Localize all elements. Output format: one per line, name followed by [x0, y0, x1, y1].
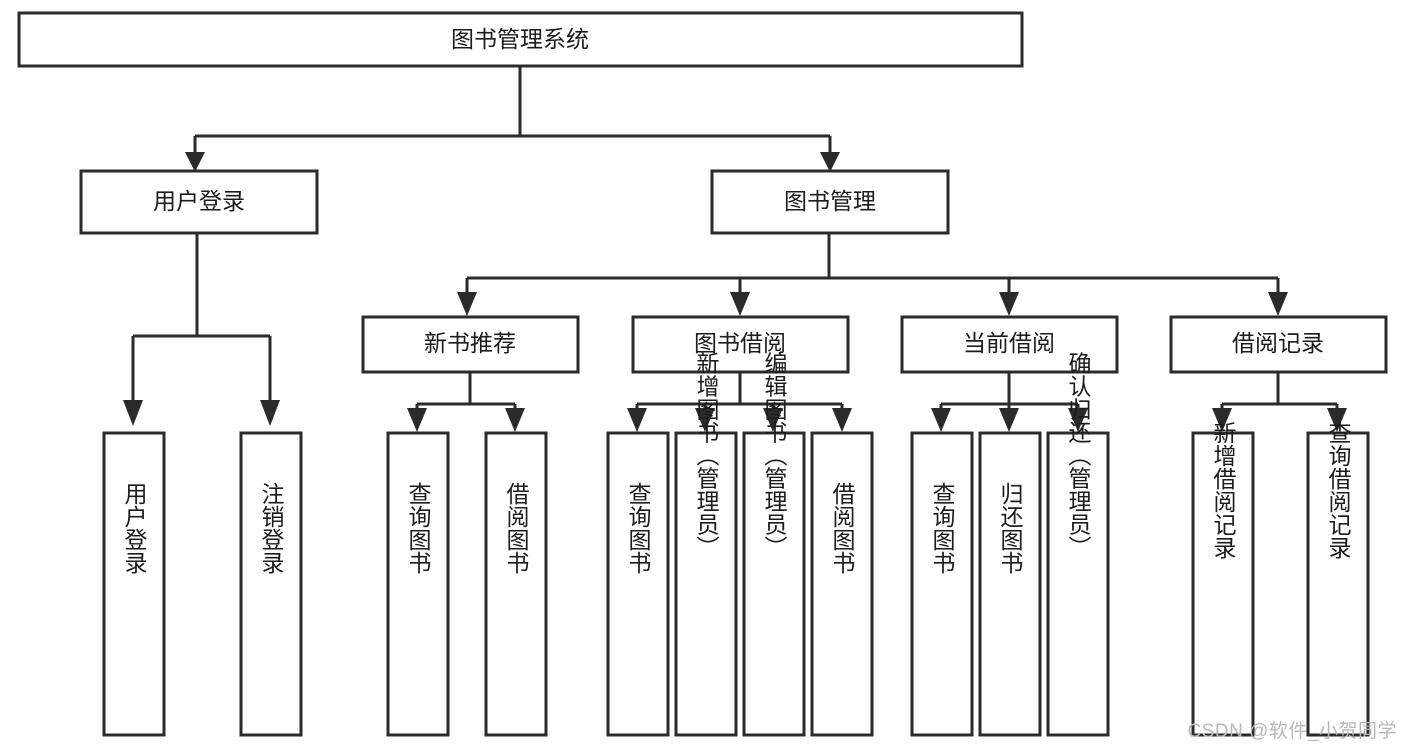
leaf-logout-label: 注销登录 — [258, 482, 285, 574]
arrowhead-leaf-query-record — [1327, 408, 1347, 432]
connector-userlogin-bus — [131, 233, 272, 406]
arrowhead-leaf-borrow-book-2 — [832, 408, 852, 432]
csdn-watermark: CSDN @软件_小贺同学 — [1187, 721, 1397, 742]
leaf-recommend-query-book-box[interactable] — [386, 431, 450, 737]
arrowhead-user-login — [185, 152, 205, 172]
leaf-current-return-book[interactable]: 归还图书 — [978, 431, 1042, 737]
arrowhead-book-borrow — [730, 292, 750, 316]
leaf-borrow-edit-book-label: 编辑图书（管理员） — [761, 352, 788, 559]
arrowhead-leaf-query-book-1 — [407, 408, 427, 432]
leaf-logout-box[interactable] — [239, 431, 303, 737]
leaf-borrow-edit-book[interactable]: 编辑图书（管理员） — [742, 352, 806, 737]
connector-layer — [123, 66, 1347, 432]
arrowhead-leaf-edit-book — [763, 408, 783, 432]
node-book-borrow-label: 图书借阅 — [694, 330, 786, 356]
arrowhead-leaf-borrow-book-1 — [505, 408, 525, 432]
arrowhead-current-borrow — [999, 292, 1019, 316]
leaf-record-add-box[interactable] — [1191, 431, 1255, 737]
leaf-current-confirm-return[interactable]: 确认归还（管理员） — [1046, 352, 1110, 737]
leaf-borrow-borrow-book-label: 借阅图书 — [829, 482, 856, 574]
leaf-record-query-label: 查询借阅记录 — [1325, 421, 1352, 559]
leaf-recommend-borrow-book[interactable]: 借阅图书 — [484, 431, 548, 737]
node-new-book-recommend[interactable]: 新书推荐 — [361, 315, 580, 374]
leaf-borrow-query-book-box[interactable] — [606, 431, 670, 737]
node-borrow-record-label: 借阅记录 — [1232, 330, 1324, 356]
leaf-current-return-book-label: 归还图书 — [997, 482, 1024, 574]
node-book-borrow[interactable]: 图书借阅 — [631, 315, 850, 374]
leaf-record-add-label: 新增借阅记录 — [1210, 421, 1237, 559]
leaf-recommend-query-book-label: 查询图书 — [405, 482, 432, 574]
node-user-login[interactable]: 用户登录 — [79, 169, 319, 235]
leaf-borrow-add-book-box[interactable] — [674, 431, 738, 737]
connector-root-to-level1 — [193, 66, 832, 158]
arrowhead-leaf-user-login — [123, 400, 143, 426]
connector-newbook-bus — [415, 372, 517, 414]
leaf-borrow-query-book[interactable]: 查询图书 — [606, 431, 670, 737]
arrowhead-leaf-return-book — [999, 408, 1019, 432]
connector-currentborrow-bus — [939, 372, 1080, 414]
node-book-manage-label: 图书管理 — [784, 188, 876, 214]
arrowhead-leaf-add-record — [1212, 408, 1232, 432]
node-root-label: 图书管理系统 — [451, 26, 589, 52]
arrowhead-leaf-add-book — [695, 408, 715, 432]
leaf-current-confirm-return-label: 确认归还（管理员） — [1065, 352, 1092, 559]
leaf-user-login[interactable]: 用户登录 — [102, 431, 166, 737]
node-root[interactable]: 图书管理系统 — [17, 11, 1024, 68]
arrowhead-borrow-record — [1268, 292, 1288, 316]
leaf-current-query-book[interactable]: 查询图书 — [910, 431, 974, 737]
leaf-borrow-borrow-book-box[interactable] — [810, 431, 874, 737]
leaf-borrow-add-book-label: 新增图书（管理员） — [693, 352, 720, 559]
leaf-borrow-add-book[interactable]: 新增图书（管理员） — [674, 352, 738, 737]
node-book-manage[interactable]: 图书管理 — [710, 169, 950, 235]
node-root-box[interactable] — [17, 11, 1024, 68]
arrowhead-leaf-query-book-2 — [627, 408, 647, 432]
arrowhead-leaf-confirm-return — [1068, 408, 1088, 432]
node-new-book-recommend-box[interactable] — [361, 315, 580, 374]
leaf-borrow-query-book-label: 查询图书 — [625, 482, 652, 574]
arrowhead-leaf-logout — [260, 400, 280, 426]
node-borrow-record[interactable]: 借阅记录 — [1169, 315, 1388, 374]
leaf-recommend-borrow-book-box[interactable] — [484, 431, 548, 737]
node-book-manage-box[interactable] — [710, 169, 950, 235]
leaf-user-login-label: 用户登录 — [121, 482, 148, 574]
leaf-logout[interactable]: 注销登录 — [239, 431, 303, 737]
connector-borrowrecord-bus — [1220, 372, 1339, 414]
connector-bookborrow-bus — [635, 372, 844, 414]
arrowhead-new-book — [457, 292, 477, 316]
leaf-current-query-book-label: 查询图书 — [929, 482, 956, 574]
leaf-recommend-query-book[interactable]: 查询图书 — [386, 431, 450, 737]
arrowhead-book-manage — [820, 152, 840, 172]
leaf-record-query-box[interactable] — [1306, 431, 1370, 737]
node-book-borrow-box[interactable] — [631, 315, 850, 374]
node-current-borrow[interactable]: 当前借阅 — [900, 315, 1119, 374]
node-current-borrow-label: 当前借阅 — [963, 330, 1055, 356]
node-borrow-record-box[interactable] — [1169, 315, 1388, 374]
leaf-record-add[interactable]: 新增借阅记录 — [1191, 421, 1255, 737]
leaf-current-confirm-return-box[interactable] — [1046, 431, 1110, 737]
connector-bookmanage-bus — [465, 233, 1280, 298]
node-new-book-recommend-label: 新书推荐 — [424, 330, 516, 356]
leaf-borrow-borrow-book[interactable]: 借阅图书 — [810, 431, 874, 737]
leaf-current-return-book-box[interactable] — [978, 431, 1042, 737]
leaf-current-query-book-box[interactable] — [910, 431, 974, 737]
node-user-login-box[interactable] — [79, 169, 319, 235]
leaf-record-query[interactable]: 查询借阅记录 — [1306, 421, 1370, 737]
leaf-user-login-box[interactable] — [102, 431, 166, 737]
node-user-login-label: 用户登录 — [153, 188, 245, 214]
node-current-borrow-box[interactable] — [900, 315, 1119, 374]
leaf-recommend-borrow-book-label: 借阅图书 — [503, 482, 530, 574]
arrowhead-leaf-query-book-3 — [931, 408, 951, 432]
leaf-borrow-edit-book-box[interactable] — [742, 431, 806, 737]
